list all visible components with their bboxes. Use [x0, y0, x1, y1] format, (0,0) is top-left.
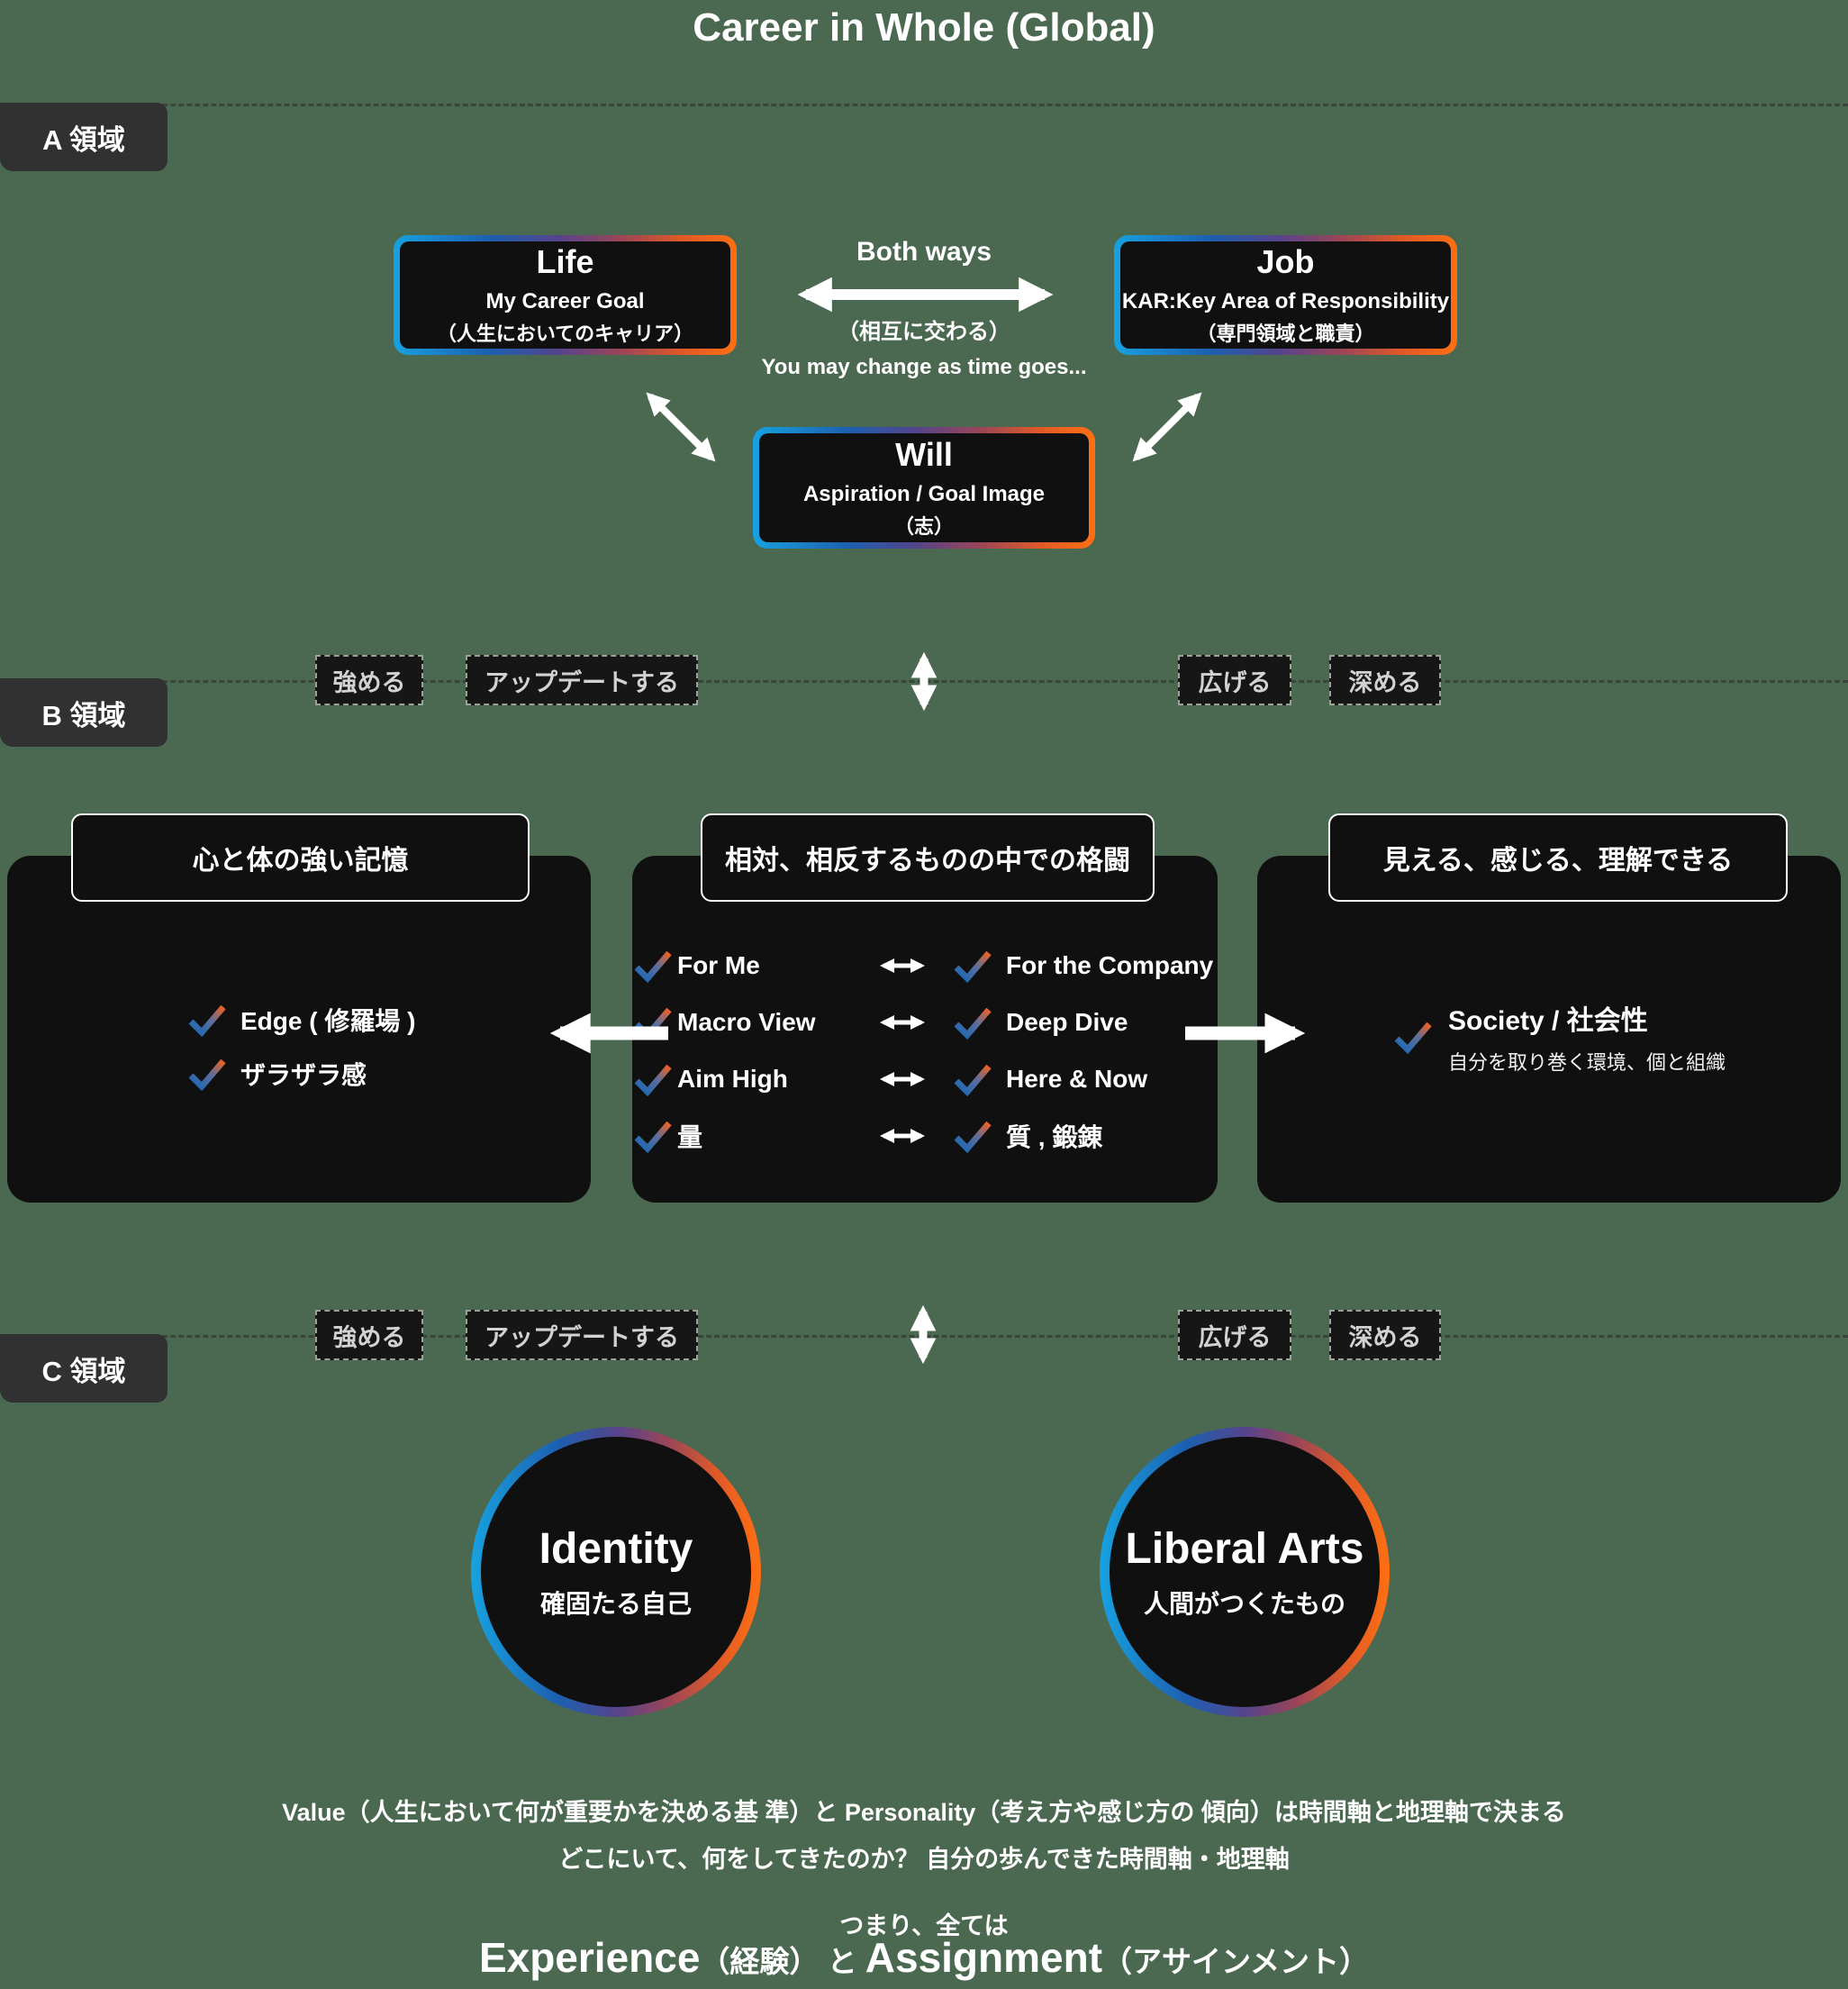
will-subtitle-jp: （志） [893, 515, 954, 538]
and-word: と [819, 1945, 865, 1978]
tag-strengthen-b: 強める [315, 655, 423, 705]
memory-box-header: 心と体の強い記憶 [71, 813, 530, 902]
liberal-arts-title: Liberal Arts [1125, 1524, 1364, 1573]
section-c-label-text: C 領域 [41, 1355, 126, 1387]
memory-item-label: Edge ( 修羅場 ) [240, 1007, 416, 1035]
tag-deepen-b: 深める [1329, 655, 1441, 705]
section-c-label: C 領域 [0, 1334, 168, 1403]
versus-row: 量 質 , 鍛錬 [632, 1113, 1218, 1158]
change-over-time-note: You may change as time goes... [761, 355, 1087, 379]
versus-right-label: Here & Now [1006, 1065, 1148, 1093]
job-title: Job [1256, 243, 1315, 280]
tag-deepen-c: 深める [1329, 1310, 1441, 1360]
check-icon [188, 1058, 226, 1091]
job-subtitle: KAR:Key Area of Responsibility [1121, 289, 1450, 313]
struggle-box-header-text: 相対、相反するものの中での格闘 [725, 846, 1130, 876]
assignment-jp: （アサインメント） [1102, 1945, 1370, 1978]
versus-right-label: For the Company [1006, 951, 1214, 979]
job-will-arrow-icon [1132, 392, 1202, 462]
section-a-label-text: A 領域 [42, 123, 125, 156]
will-box: Will Aspiration / Goal Image （志） [753, 427, 1095, 549]
assignment-word: Assignment [865, 1934, 1103, 1981]
section-a-label: A 領域 [0, 103, 168, 171]
check-icon [954, 1064, 992, 1096]
list-item: ザラザラ感 [7, 1051, 591, 1096]
liberal-arts-sub: 人間がつくたもの [1143, 1589, 1345, 1618]
check-icon [188, 1004, 226, 1037]
check-icon [1394, 1022, 1432, 1054]
memory-box-header-text: 心と体の強い記憶 [192, 846, 409, 876]
check-icon [634, 950, 672, 983]
versus-row: Macro View Deep Dive [632, 1000, 1218, 1045]
liberal-arts-circle: Liberal Arts 人間がつくたもの [1100, 1427, 1390, 1717]
left-right-arrow-icon [879, 958, 926, 974]
society-box-header-text: 見える、感じる、理解できる [1382, 846, 1734, 876]
life-will-arrow-icon [646, 392, 716, 462]
versus-left-label: Macro View [677, 1008, 816, 1036]
section-a-divider [0, 104, 1848, 106]
section-b-label-text: B 領域 [41, 699, 126, 731]
check-icon [954, 1007, 992, 1040]
life-box: Life My Career Goal （人生においてのキャリア） [394, 235, 737, 355]
struggle-box-header: 相対、相反するものの中での格闘 [701, 813, 1155, 902]
will-title: Will [895, 436, 953, 473]
both-ways-label: Both ways [856, 237, 992, 267]
versus-left-label: 量 [677, 1123, 703, 1151]
versus-left-label: Aim High [677, 1065, 788, 1093]
left-right-arrow-icon [879, 1128, 926, 1144]
footer-line2: どこにいて、何をしてきたのか？ 自分の歩んできた時間軸・地理軸 [558, 1846, 1290, 1873]
conclusion-intro: つまり、全ては [839, 1912, 1009, 1939]
society-box [1257, 856, 1841, 1203]
versus-right-label: Deep Dive [1006, 1008, 1128, 1036]
life-subtitle: My Career Goal [485, 289, 645, 313]
check-icon [954, 950, 992, 983]
struggle-box-rows: For Me For the Company Macro View Deep D… [632, 943, 1218, 1158]
will-subtitle: Aspiration / Goal Image [802, 482, 1046, 506]
conclusion-line: Experience（経験） と Assignment（アサインメント） [0, 1933, 1848, 1982]
society-box-header: 見える、感じる、理解できる [1328, 813, 1788, 902]
footer-line1: Value（人生において何が重要かを決める基 準）と Personality（考… [282, 1799, 1566, 1826]
society-item-sub: 自分を取り巻く環境、個と組織 [1448, 1051, 1726, 1074]
left-right-arrow-icon [879, 1071, 926, 1087]
identity-circle: Identity 確固たる自己 [471, 1427, 761, 1717]
check-icon [954, 1121, 992, 1153]
check-icon [634, 1007, 672, 1040]
section-b-divider [0, 680, 1848, 683]
section-c-divider [0, 1335, 1848, 1338]
identity-sub: 確固たる自己 [539, 1589, 692, 1618]
life-subtitle-jp: （人生においてのキャリア） [436, 322, 694, 345]
memory-item-label: ザラザラ感 [240, 1061, 367, 1089]
versus-row: For Me For the Company [632, 943, 1218, 988]
job-subtitle-jp: （専門領域と職責） [1196, 322, 1375, 345]
job-box: Job KAR:Key Area of Responsibility （専門領域… [1114, 235, 1457, 355]
experience-word: Experience [478, 1934, 701, 1981]
check-icon [634, 1121, 672, 1153]
both-ways-note-jp: （相互に交わる） [838, 320, 1010, 344]
society-item: Society / 社会性 自分を取り巻く環境、個と組織 [1392, 998, 1726, 1076]
versus-left-label: For Me [677, 951, 760, 979]
list-item: Edge ( 修羅場 ) [7, 997, 591, 1042]
memory-box [7, 856, 591, 1203]
section-b-label: B 領域 [0, 678, 168, 747]
tag-broaden-b: 広げる [1178, 655, 1291, 705]
memory-box-items: Edge ( 修羅場 ) ザラザラ感 [7, 997, 591, 1096]
identity-title: Identity [539, 1524, 693, 1573]
tag-update-b: アップデートする [466, 655, 698, 705]
versus-right-label: 質 , 鍛錬 [1006, 1123, 1103, 1151]
society-item-title: Society / 社会性 [1448, 1006, 1648, 1036]
versus-row: Aim High Here & Now [632, 1057, 1218, 1102]
tag-broaden-c: 広げる [1178, 1310, 1291, 1360]
check-icon [634, 1064, 672, 1096]
tag-update-c: アップデートする [466, 1310, 698, 1360]
tag-strengthen-c: 強める [315, 1310, 423, 1360]
experience-jp: （経験） [700, 1945, 820, 1978]
life-title: Life [536, 243, 594, 280]
page-title: Career in Whole (Global) [693, 5, 1155, 50]
left-right-arrow-icon [879, 1014, 926, 1031]
